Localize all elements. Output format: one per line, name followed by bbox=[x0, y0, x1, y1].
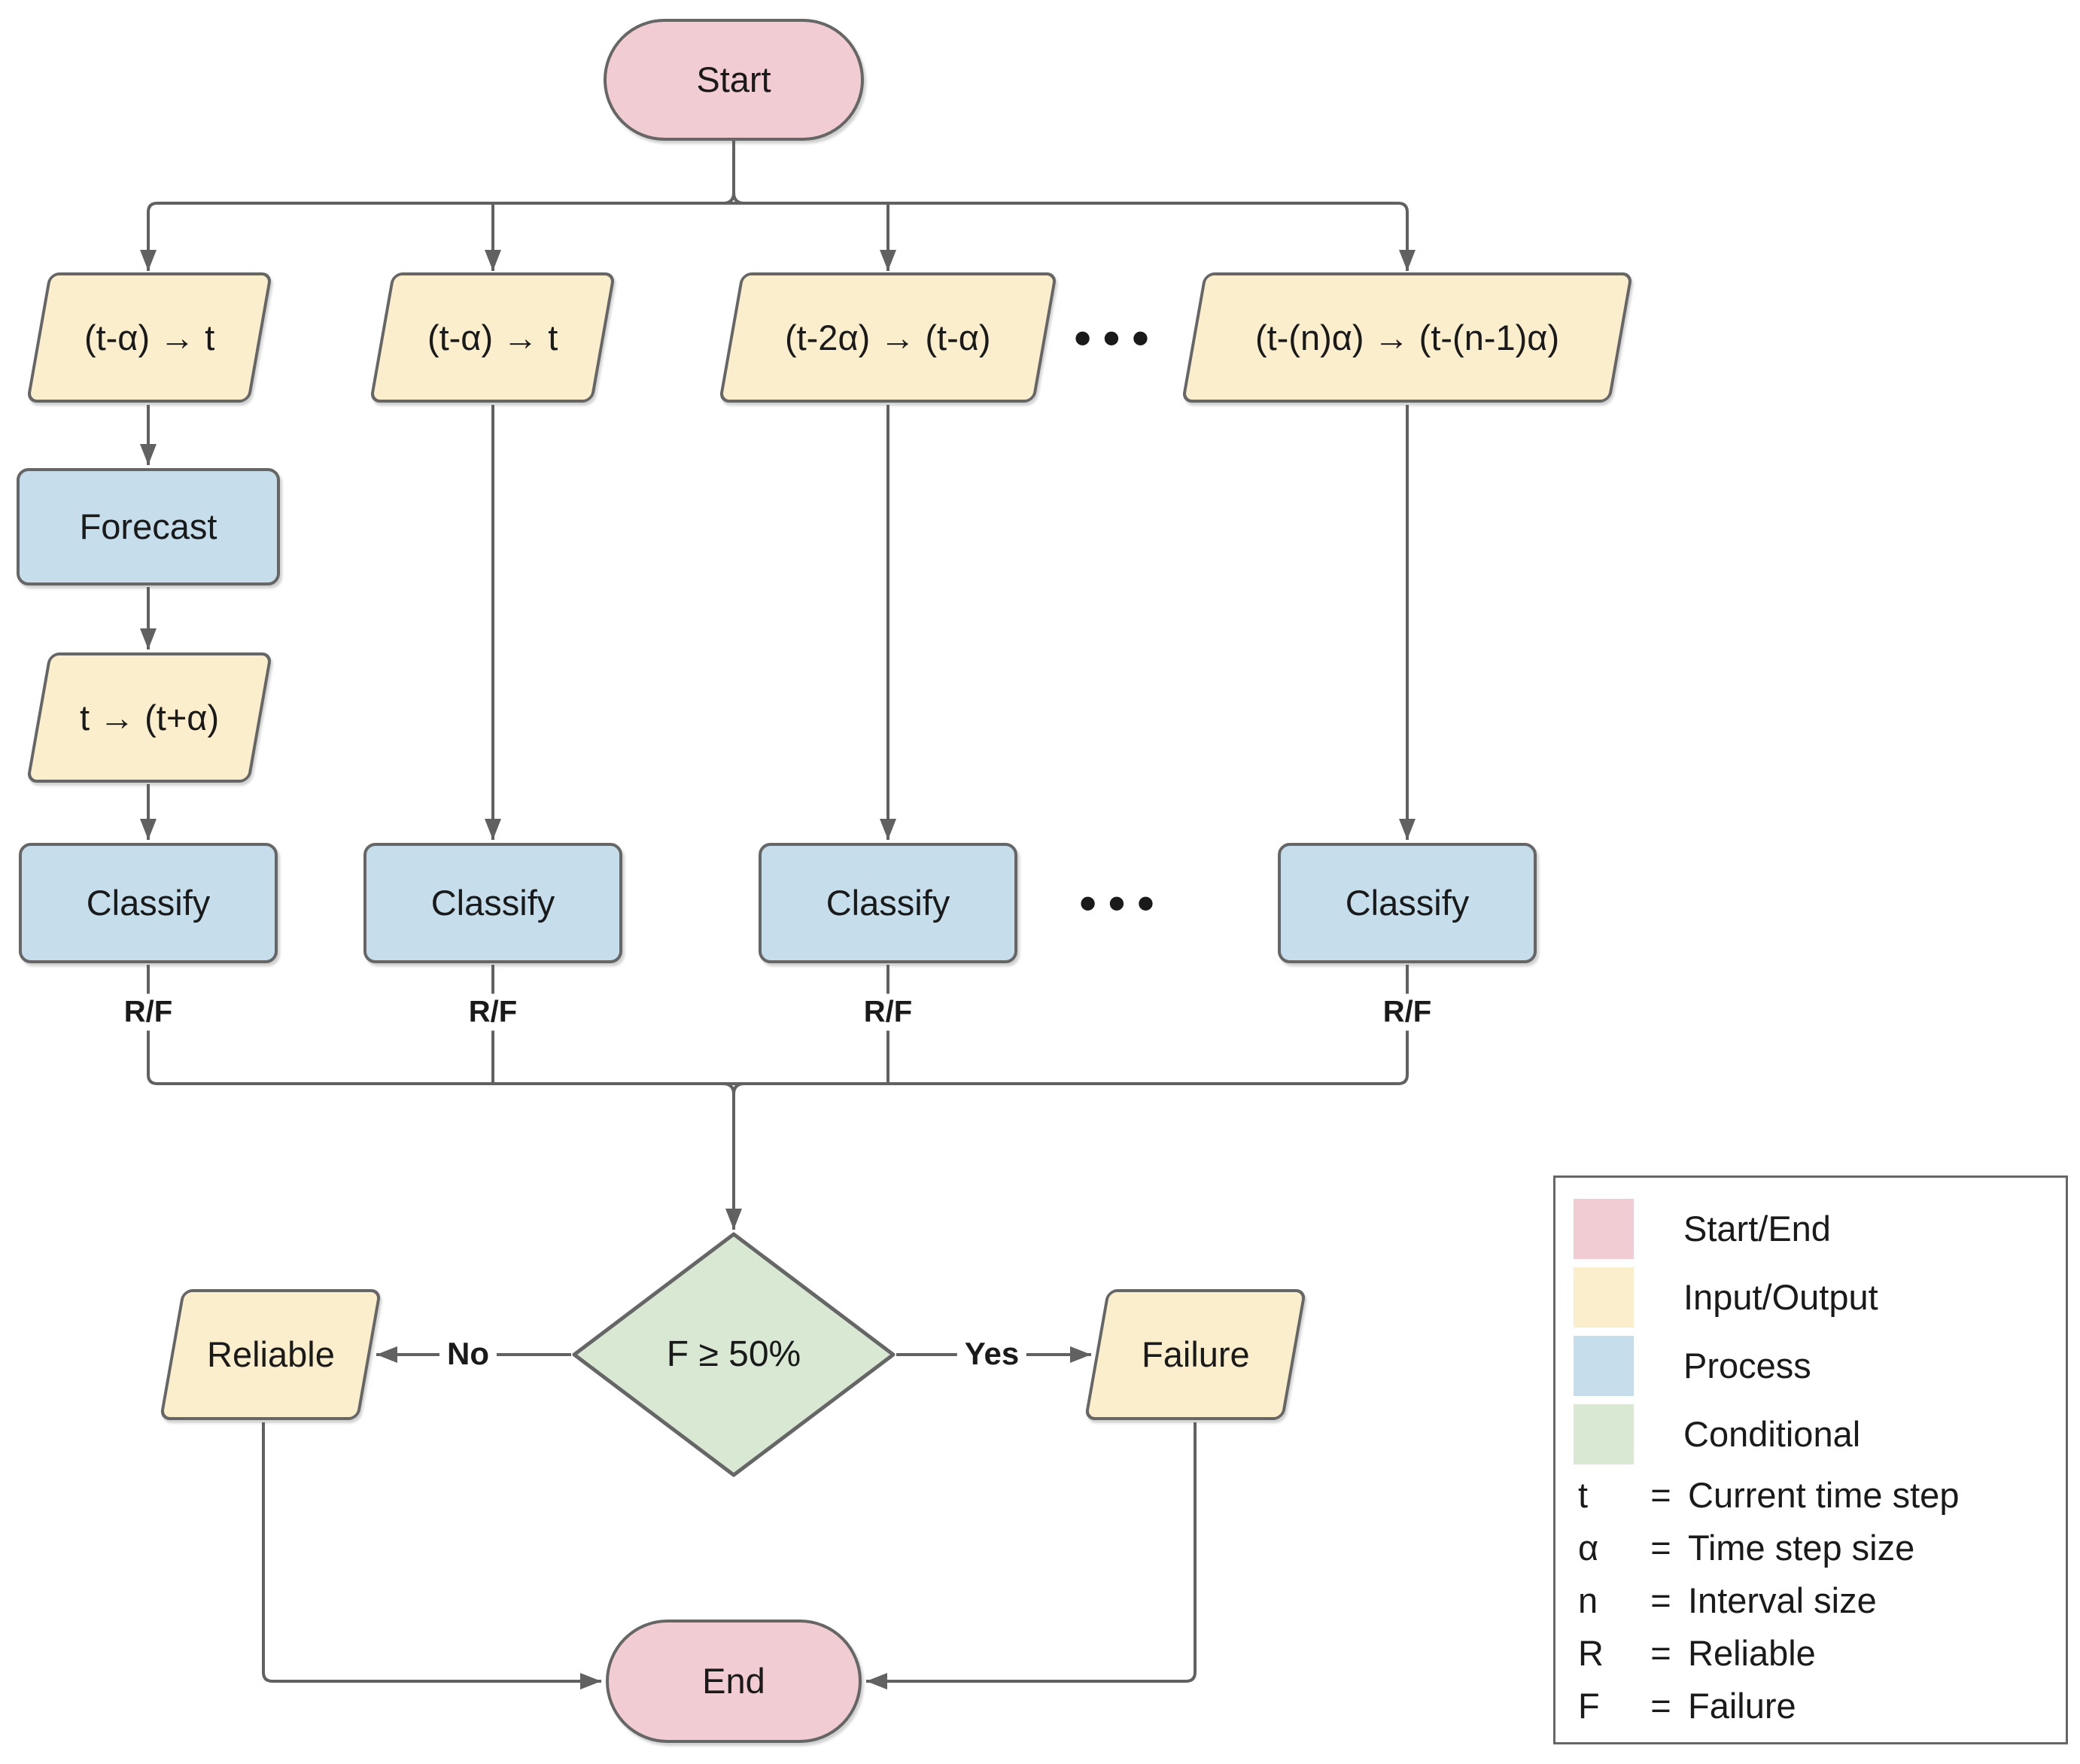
input-col3-node: (t-2α) → (t-α) bbox=[718, 272, 1058, 403]
legend-def-r: R = Reliable bbox=[1574, 1626, 2066, 1679]
shift-output-label: t → (t+α) bbox=[79, 697, 220, 738]
rf-label-2: R/F bbox=[461, 993, 525, 1031]
legend-row-conditional: Conditional bbox=[1574, 1400, 2066, 1468]
legend-def-alpha: α = Time step size bbox=[1574, 1521, 2066, 1574]
ellipsis-top: ••• bbox=[1074, 311, 1161, 365]
classify1-label: Classify bbox=[86, 883, 211, 923]
classify1-node: Classify bbox=[19, 843, 278, 963]
legend-swatch-process bbox=[1574, 1335, 1634, 1396]
legend-def-n-symbol: n bbox=[1578, 1580, 1598, 1620]
forecast-label: Forecast bbox=[79, 506, 217, 547]
start-label: Start bbox=[696, 59, 771, 100]
input-col1-node: (t-α) → t bbox=[26, 272, 273, 403]
classify4-label: Classify bbox=[1345, 883, 1470, 923]
legend-def-f: F = Failure bbox=[1574, 1679, 2066, 1732]
reliable-label: Reliable bbox=[206, 1334, 335, 1375]
legend-def-alpha-label: Time step size bbox=[1688, 1527, 1915, 1568]
legend-def-t-symbol: t bbox=[1578, 1474, 1589, 1515]
legend-def-f-label: Failure bbox=[1688, 1685, 1796, 1726]
legend-swatch-input-output bbox=[1574, 1267, 1634, 1328]
legend-label-start-end: Start/End bbox=[1683, 1209, 1831, 1248]
legend-row-process: Process bbox=[1574, 1331, 2066, 1400]
legend-def-n-eq: = bbox=[1650, 1580, 1671, 1620]
legend-def-f-symbol: F bbox=[1578, 1685, 1600, 1726]
failure-label: Failure bbox=[1141, 1334, 1250, 1375]
legend-label-conditional: Conditional bbox=[1683, 1414, 1861, 1454]
legend-def-alpha-symbol: α bbox=[1578, 1527, 1599, 1568]
legend-row-start-end: Start/End bbox=[1574, 1194, 2066, 1263]
shift-output-node: t → (t+α) bbox=[26, 652, 273, 783]
decision-label-box: F ≥ 50% bbox=[606, 1294, 862, 1415]
input-col2-label: (t-α) → t bbox=[427, 317, 558, 357]
rf-label-1: R/F bbox=[116, 993, 181, 1031]
reliable-node: Reliable bbox=[159, 1289, 382, 1420]
legend-swatch-conditional bbox=[1574, 1404, 1634, 1464]
input-col3-label: (t-2α) → (t-α) bbox=[785, 317, 991, 357]
rf-label-3: R/F bbox=[856, 993, 920, 1031]
legend-label-input-output: Input/Output bbox=[1683, 1277, 1878, 1317]
decision-label: F ≥ 50% bbox=[666, 1334, 801, 1374]
legend-def-n: n = Interval size bbox=[1574, 1574, 2066, 1626]
classify2-node: Classify bbox=[363, 843, 622, 963]
legend-def-r-label: Reliable bbox=[1688, 1632, 1816, 1673]
legend-def-alpha-eq: = bbox=[1650, 1527, 1671, 1568]
ellipsis-mid: ••• bbox=[1079, 876, 1166, 930]
legend-def-n-label: Interval size bbox=[1688, 1580, 1877, 1620]
input-col4-node: (t-(n)α) → (t-(n-1)α) bbox=[1181, 272, 1634, 403]
yes-label: Yes bbox=[956, 1334, 1027, 1373]
classify2-label: Classify bbox=[430, 883, 555, 923]
legend-def-t-eq: = bbox=[1650, 1474, 1671, 1515]
start-node: Start bbox=[604, 19, 864, 141]
legend-def-t-label: Current time step bbox=[1688, 1474, 1960, 1515]
input-col2-node: (t-α) → t bbox=[369, 272, 616, 403]
end-node: End bbox=[606, 1620, 862, 1743]
forecast-node: Forecast bbox=[17, 468, 280, 585]
classify4-node: Classify bbox=[1278, 843, 1537, 963]
legend-def-r-symbol: R bbox=[1578, 1632, 1604, 1673]
no-label: No bbox=[439, 1334, 497, 1373]
classify3-node: Classify bbox=[759, 843, 1017, 963]
legend-box: Start/End Input/Output Process Condition… bbox=[1553, 1175, 2068, 1744]
input-col1-label: (t-α) → t bbox=[84, 317, 215, 357]
legend-def-r-eq: = bbox=[1650, 1632, 1671, 1673]
rf-label-4: R/F bbox=[1375, 993, 1440, 1031]
legend-swatch-start-end bbox=[1574, 1198, 1634, 1259]
legend-def-f-eq: = bbox=[1650, 1685, 1671, 1726]
end-label: End bbox=[702, 1661, 765, 1702]
classify3-label: Classify bbox=[826, 883, 950, 923]
legend-label-process: Process bbox=[1683, 1346, 1811, 1385]
failure-node: Failure bbox=[1084, 1289, 1307, 1420]
input-col4-label: (t-(n)α) → (t-(n-1)α) bbox=[1254, 317, 1560, 357]
legend-row-input-output: Input/Output bbox=[1574, 1263, 2066, 1331]
legend-def-t: t = Current time step bbox=[1574, 1468, 2066, 1521]
